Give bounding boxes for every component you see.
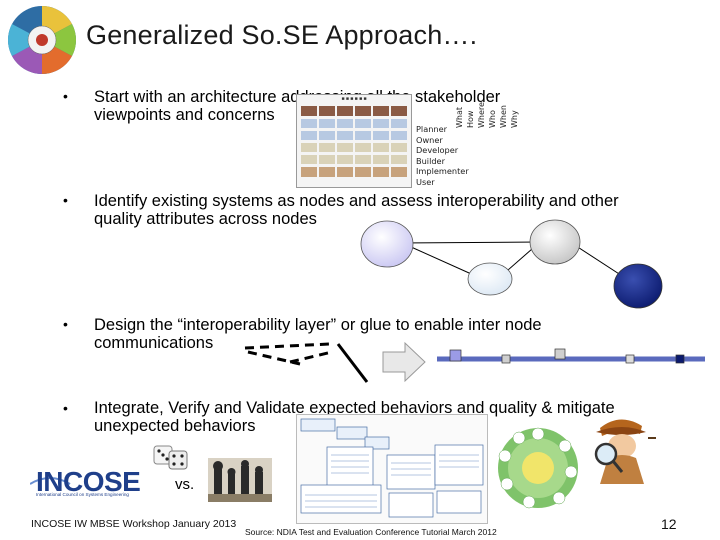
zachman-col-when: When <box>499 105 508 128</box>
detective-magnifier-image <box>594 419 656 484</box>
node-link <box>398 241 541 244</box>
zachman-row-developer: Developer <box>416 145 459 155</box>
system-node-2 <box>467 262 513 296</box>
chess-pieces-image <box>208 458 272 502</box>
zachman-row-planner: Planner <box>416 124 448 134</box>
zachman-col-where: Where <box>477 102 486 128</box>
bullet-marker: • <box>63 88 68 104</box>
bullet-marker: • <box>63 192 68 208</box>
footer-event: INCOSE IW MBSE Workshop January 2013 <box>31 518 237 530</box>
bullet-2-line1: Identify existing systems as nodes and a… <box>94 192 619 210</box>
system-node-1 <box>360 220 414 268</box>
bullet-2-line2: quality attributes across nodes <box>94 210 317 228</box>
bullet-3-text: Design the “interoperability layer” or g… <box>94 316 654 352</box>
system-node-3 <box>529 219 581 265</box>
right-arrow-icon <box>382 341 426 383</box>
incose-logo-subtext: International Council on Systems Enginee… <box>36 492 129 497</box>
bullet-marker: • <box>63 316 68 332</box>
bullet-3-line1: Design the “interoperability layer” or g… <box>94 316 542 334</box>
interoperability-glue-diagram <box>244 341 705 383</box>
slide-title: Generalized So.SE Approach…. <box>86 20 478 50</box>
interop-connector <box>501 354 511 364</box>
bullet-4-text: Integrate, Verify and Validate expected … <box>94 399 694 435</box>
footer-source: Source: NDIA Test and Evaluation Confere… <box>245 527 497 537</box>
bullet-4-line2: unexpected behaviors <box>94 417 256 435</box>
framework-wheel-logo <box>7 6 76 74</box>
bullet-3-line2: communications <box>94 334 214 352</box>
system-nodes-diagram <box>360 219 663 309</box>
zachman-row-labels: Planner Owner Developer Builder Implemen… <box>416 124 469 187</box>
bullet-4-line1: Integrate, Verify and Validate expected … <box>94 399 615 417</box>
sos-complexity-diagram <box>296 414 488 524</box>
versus-label: vs. <box>175 476 195 493</box>
incose-logo-text: INCOSE <box>36 466 141 497</box>
bullet-marker: • <box>63 400 68 416</box>
bullet-2-text: Identify existing systems as nodes and a… <box>94 192 694 228</box>
zachman-row-owner: Owner <box>416 134 443 145</box>
zachman-row-user: User <box>416 176 435 187</box>
interop-connector <box>449 349 462 362</box>
interop-connector <box>625 354 635 364</box>
interop-connector <box>554 348 566 360</box>
page-number: 12 <box>661 516 677 532</box>
system-node-4 <box>613 263 663 309</box>
interop-connector <box>675 354 685 364</box>
zachman-row-builder: Builder <box>416 155 445 166</box>
zachman-col-why: Why <box>510 110 519 128</box>
zachman-col-who: Who <box>488 110 497 128</box>
zachman-row-implementer: Implementer <box>416 166 469 176</box>
incose-logo: INCOSE International Council on Systems … <box>29 466 142 502</box>
dice-image <box>153 445 188 470</box>
architecture-framework-thumbnail: ■ ■ ■ ■ ■ ■ <box>296 94 412 188</box>
bullet-1-line2: viewpoints and concerns <box>94 106 275 124</box>
behavior-mindmap-image <box>498 427 578 509</box>
